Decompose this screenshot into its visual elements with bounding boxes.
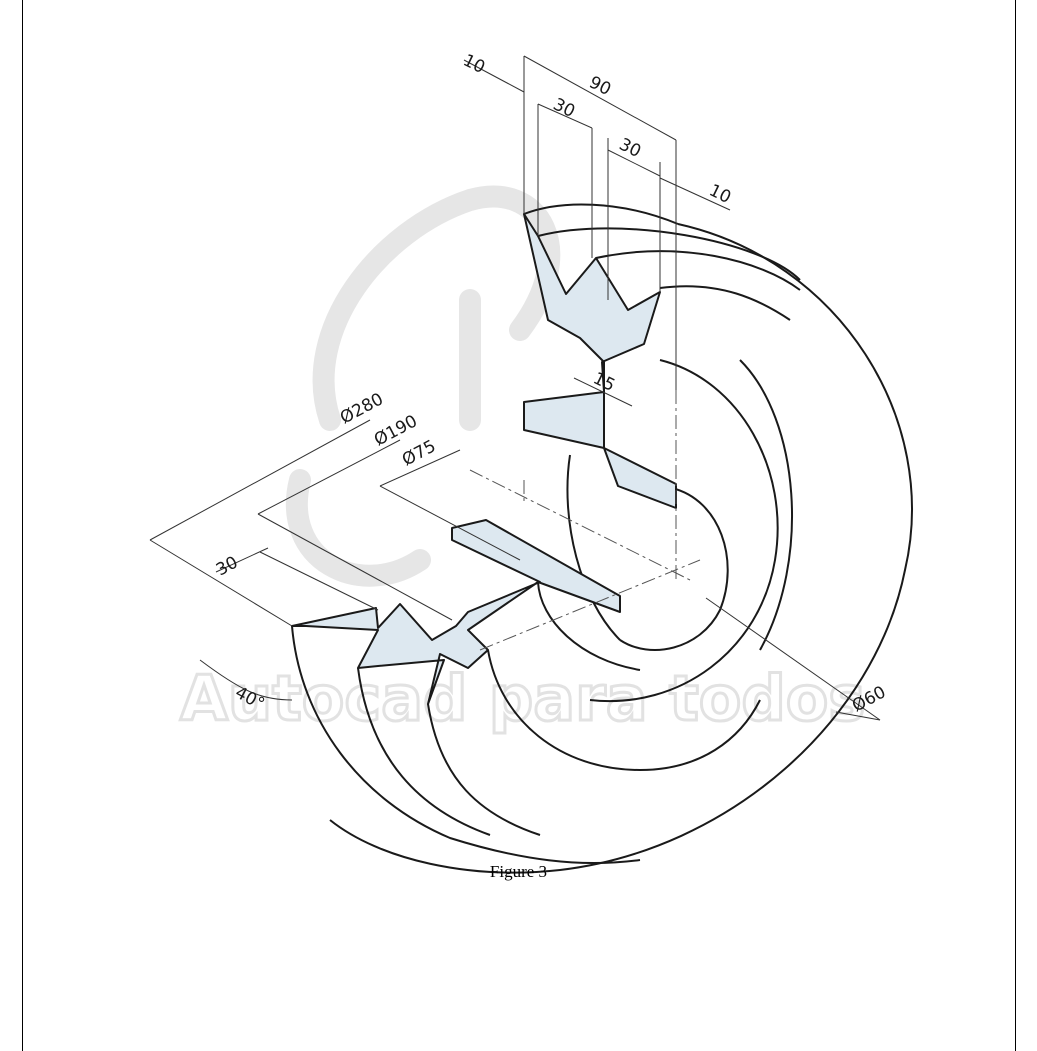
inner-ring-outer: [589, 359, 779, 703]
dimension-lines: [149, 55, 881, 721]
hub-ring: [739, 359, 793, 651]
hub-arc-front: [566, 454, 621, 641]
dim-line-10-top: [463, 59, 525, 93]
ext-line-phi75: [379, 485, 521, 561]
dim-phi75: Ø75: [399, 436, 439, 470]
section-top: [523, 213, 677, 509]
ext-line-phi280: [149, 539, 293, 627]
hub-arc-lower: [537, 581, 641, 671]
band-curve-1: [291, 625, 641, 864]
frame-right-border: [1015, 0, 1016, 1051]
groove-rim-1: [537, 227, 801, 281]
dim-line-30b: [607, 149, 661, 177]
dim-line-phi60: [705, 597, 881, 721]
center-line-axis-2: [479, 559, 701, 651]
dim-30-a: 30: [550, 95, 578, 122]
band-curve-2: [357, 667, 491, 836]
dim-line-phi75: [379, 449, 461, 487]
band-curve-3: [427, 703, 541, 836]
dim-15: 15: [590, 369, 618, 396]
dim-line-30-left: [215, 547, 269, 573]
center-line-axis: [469, 469, 691, 581]
dim-phi280: Ø280: [337, 389, 387, 428]
dim-line-10-right: [659, 177, 731, 211]
dim-line-15: [573, 377, 633, 407]
groove-rim-2: [595, 250, 801, 291]
dim-line-phi190: [257, 439, 401, 515]
watermark: Autocad para todos: [179, 185, 867, 737]
ext-line-phi190: [257, 513, 453, 621]
pulley-body: [291, 203, 913, 874]
outer-rim-back: [329, 223, 913, 874]
center-lines: [469, 390, 701, 651]
ext-line-30-left: [259, 551, 379, 611]
dim-30-left: 30: [213, 553, 241, 581]
dim-10-top: 10: [460, 51, 488, 78]
section-bottom-face: [291, 519, 621, 705]
web-arc: [487, 649, 761, 771]
dim-line-90: [523, 55, 677, 141]
inner-ring-inner: [619, 487, 729, 651]
dim-30-b: 30: [616, 135, 644, 162]
section-bottom: [291, 519, 621, 705]
frame-left-border: [22, 0, 23, 1051]
dim-90: 90: [586, 73, 614, 100]
dim-arc-40: [199, 659, 293, 701]
section-top-face: [523, 213, 677, 509]
dim-10-right: 10: [706, 181, 734, 208]
figure-caption: Figure 3: [489, 862, 548, 881]
watermark-logo: [285, 185, 561, 587]
outer-rim-front: [523, 203, 679, 225]
dim-line-30a: [537, 103, 593, 129]
dim-leader-phi60: [835, 711, 881, 721]
dim-line-phi280: [149, 419, 371, 541]
watermark-text: Autocad para todos: [180, 662, 865, 735]
groove-rim-3: [659, 285, 791, 321]
